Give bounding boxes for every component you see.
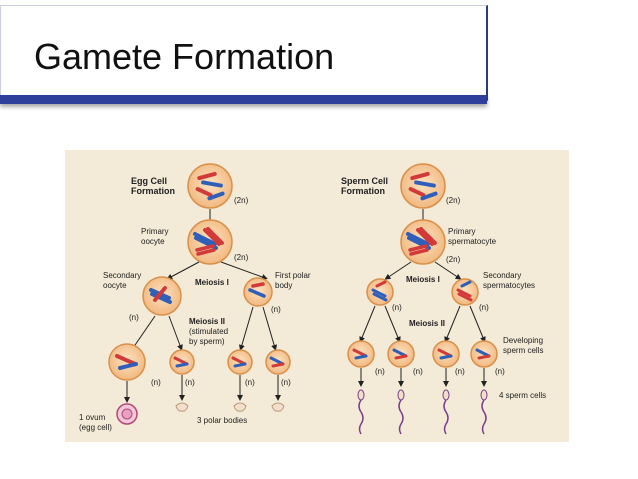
- polar-body-icon-2: [233, 402, 247, 412]
- sperm-meiosis-1-label: Meiosis I: [406, 275, 440, 284]
- sperm-heading-2: Formation: [341, 186, 385, 196]
- ovum-icon: [116, 403, 138, 425]
- egg-row-ploidy-1: (n): [151, 378, 161, 387]
- developing-sperm-cell-1: [347, 340, 375, 368]
- developing-sperm-label-2: sperm cells: [503, 346, 543, 355]
- secondary-spermatocytes-label-1: Secondary: [483, 271, 521, 280]
- primary-oocyte-label-1: Primary: [141, 227, 169, 236]
- primary-spermatocyte-label-2: spermatocyte: [448, 237, 497, 246]
- primary-oocyte-label-2: oocyte: [141, 237, 165, 246]
- egg-meiosis-2-sub-2: by sperm): [189, 337, 225, 346]
- sperm-meiosis-2-label: Meiosis II: [409, 319, 445, 328]
- secondary-spermatocyte-cell-right: [451, 278, 479, 306]
- diagram-panel: Egg Cell Formation (2n) Primary oocyte (…: [65, 150, 569, 442]
- sperm-row-ploidy-3: (n): [455, 367, 465, 376]
- developing-sperm-label-1: Developing: [503, 336, 543, 345]
- egg-diploid-cell: [187, 163, 233, 209]
- egg-heading-2: Formation: [131, 186, 175, 196]
- ovum-label-2: (egg cell): [79, 423, 112, 432]
- primary-spermatocyte-label-1: Primary: [448, 227, 476, 236]
- first-polar-body-label-2: body: [275, 281, 292, 290]
- sperm-cell-icon-2: [397, 389, 405, 435]
- sperm-diploid-cell: [400, 163, 446, 209]
- primary-oocyte-cell: [187, 219, 233, 265]
- primary-oocyte-ploidy: (2n): [234, 253, 249, 262]
- four-sperm-cells-label: 4 sperm cells: [499, 391, 546, 400]
- ovum-label-1: 1 ovum: [79, 413, 106, 422]
- sperm-cell-icon-4: [480, 389, 488, 435]
- egg-row-polar-cell-2: [227, 349, 253, 375]
- sperm-row-ploidy-4: (n): [495, 367, 505, 376]
- secondary-left-ploidy: (n): [392, 303, 402, 312]
- egg-formation-section: Egg Cell Formation (2n) Primary oocyte (…: [79, 163, 311, 432]
- polar-body-ploidy: (n): [271, 305, 281, 314]
- first-polar-body-label-1: First polar: [275, 271, 311, 280]
- secondary-oocyte-ploidy: (n): [129, 313, 139, 322]
- egg-meiosis-1-label: Meiosis I: [195, 278, 229, 287]
- sperm-cell-icon-3: [442, 389, 450, 435]
- title-box: [0, 5, 488, 101]
- egg-row-ploidy-2: (n): [185, 378, 195, 387]
- egg-heading-1: Egg Cell: [131, 176, 167, 186]
- secondary-right-ploidy: (n): [479, 303, 489, 312]
- developing-sperm-cell-4: [470, 340, 498, 368]
- secondary-oocyte-cell: [142, 276, 182, 316]
- secondary-oocyte-label-1: Secondary: [103, 271, 141, 280]
- developing-sperm-cell-3: [432, 340, 460, 368]
- primary-spermatocyte-cell: [400, 219, 446, 265]
- sperm-row-ploidy-2: (n): [413, 367, 423, 376]
- sperm-cell-icon-1: [357, 389, 365, 435]
- egg-row-polar-cell-3: [265, 349, 291, 375]
- sperm-formation-section: Sperm Cell Formation (2n) Primary sperma…: [341, 163, 546, 435]
- egg-ploidy-2n: (2n): [234, 196, 249, 205]
- primary-spermatocyte-ploidy: (2n): [446, 255, 461, 264]
- sperm-heading-1: Sperm Cell: [341, 176, 388, 186]
- secondary-spermatocytes-label-2: spermatocytes: [483, 281, 535, 290]
- slide-title: Gamete Formation: [34, 36, 335, 77]
- egg-row-ploidy-4: (n): [281, 378, 291, 387]
- egg-row-ploidy-3: (n): [245, 378, 255, 387]
- egg-row-large-cell: [108, 343, 146, 381]
- egg-meiosis-2-sub-1: (stimulated: [189, 327, 228, 336]
- egg-meiosis-2-label: Meiosis II: [189, 317, 225, 326]
- polar-body-icon-3: [271, 402, 285, 412]
- polar-body-icon-1: [175, 402, 189, 412]
- developing-sperm-cell-2: [387, 340, 415, 368]
- first-polar-body-cell: [243, 277, 273, 307]
- sperm-ploidy-2n: (2n): [446, 196, 461, 205]
- secondary-oocyte-label-2: oocyte: [103, 281, 127, 290]
- sperm-row-ploidy-1: (n): [375, 367, 385, 376]
- gamete-diagram: Egg Cell Formation (2n) Primary oocyte (…: [79, 163, 546, 435]
- title-underline-bar: [0, 95, 487, 104]
- egg-row-polar-cell-1: [169, 349, 195, 375]
- secondary-spermatocyte-cell-left: [366, 278, 394, 306]
- polar-bodies-label: 3 polar bodies: [197, 416, 247, 425]
